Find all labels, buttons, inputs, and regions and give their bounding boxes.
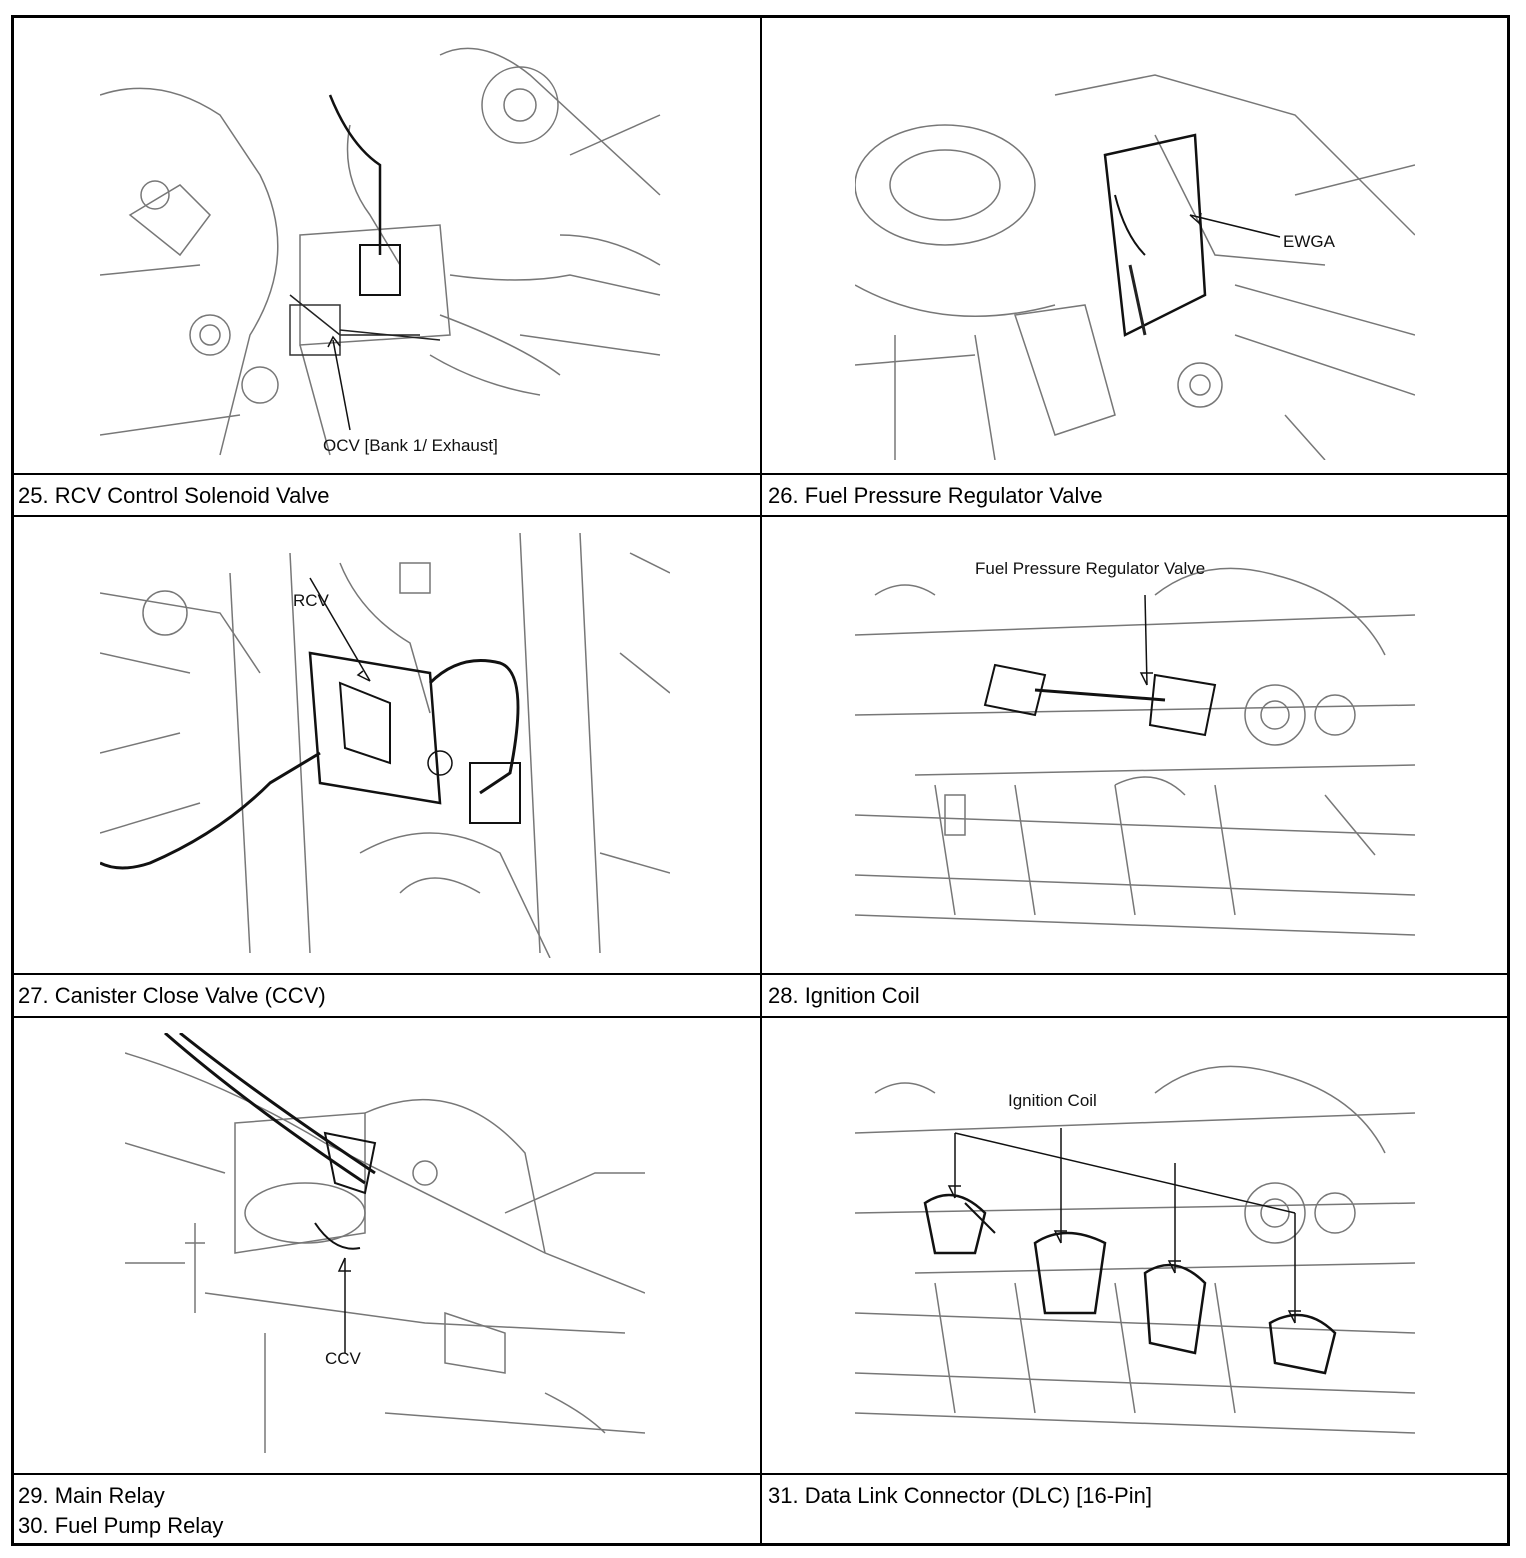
row1-caption-bottom [11,515,1510,517]
caption-30: 30. Fuel Pump Relay [18,1513,224,1538]
row2-caption-top [11,973,1510,975]
row1-caption-top [11,473,1510,475]
caption-25: 25. RCV Control Solenoid Valve [18,483,330,508]
callout-ocv: OCV [Bank 1/ Exhaust] [323,436,498,455]
callout-ewga: EWGA [1283,232,1336,251]
caption-29: 29. Main Relay [18,1483,165,1508]
callout-ignition-coil: Ignition Coil [1008,1091,1097,1110]
illustration-rcv [100,533,670,958]
illustration-ocv [100,35,670,460]
callout-rcv: RCV [293,591,330,610]
caption-31: 31. Data Link Connector (DLC) [16-Pin] [768,1483,1152,1508]
illustration-fprv [855,535,1415,955]
caption-27: 27. Canister Close Valve (CCV) [18,983,326,1008]
illustration-ewga [855,35,1415,460]
caption-26: 26. Fuel Pressure Regulator Valve [768,483,1103,508]
row2-caption-bottom [11,1016,1510,1018]
callout-ccv: CCV [325,1349,362,1368]
vertical-divider [760,15,762,1546]
row3-caption-top [11,1473,1510,1475]
callout-fprv: Fuel Pressure Regulator Valve [975,559,1205,578]
illustration-ignition-coil [855,1033,1415,1458]
caption-28: 28. Ignition Coil [768,983,920,1008]
illustration-ccv [125,1033,645,1453]
